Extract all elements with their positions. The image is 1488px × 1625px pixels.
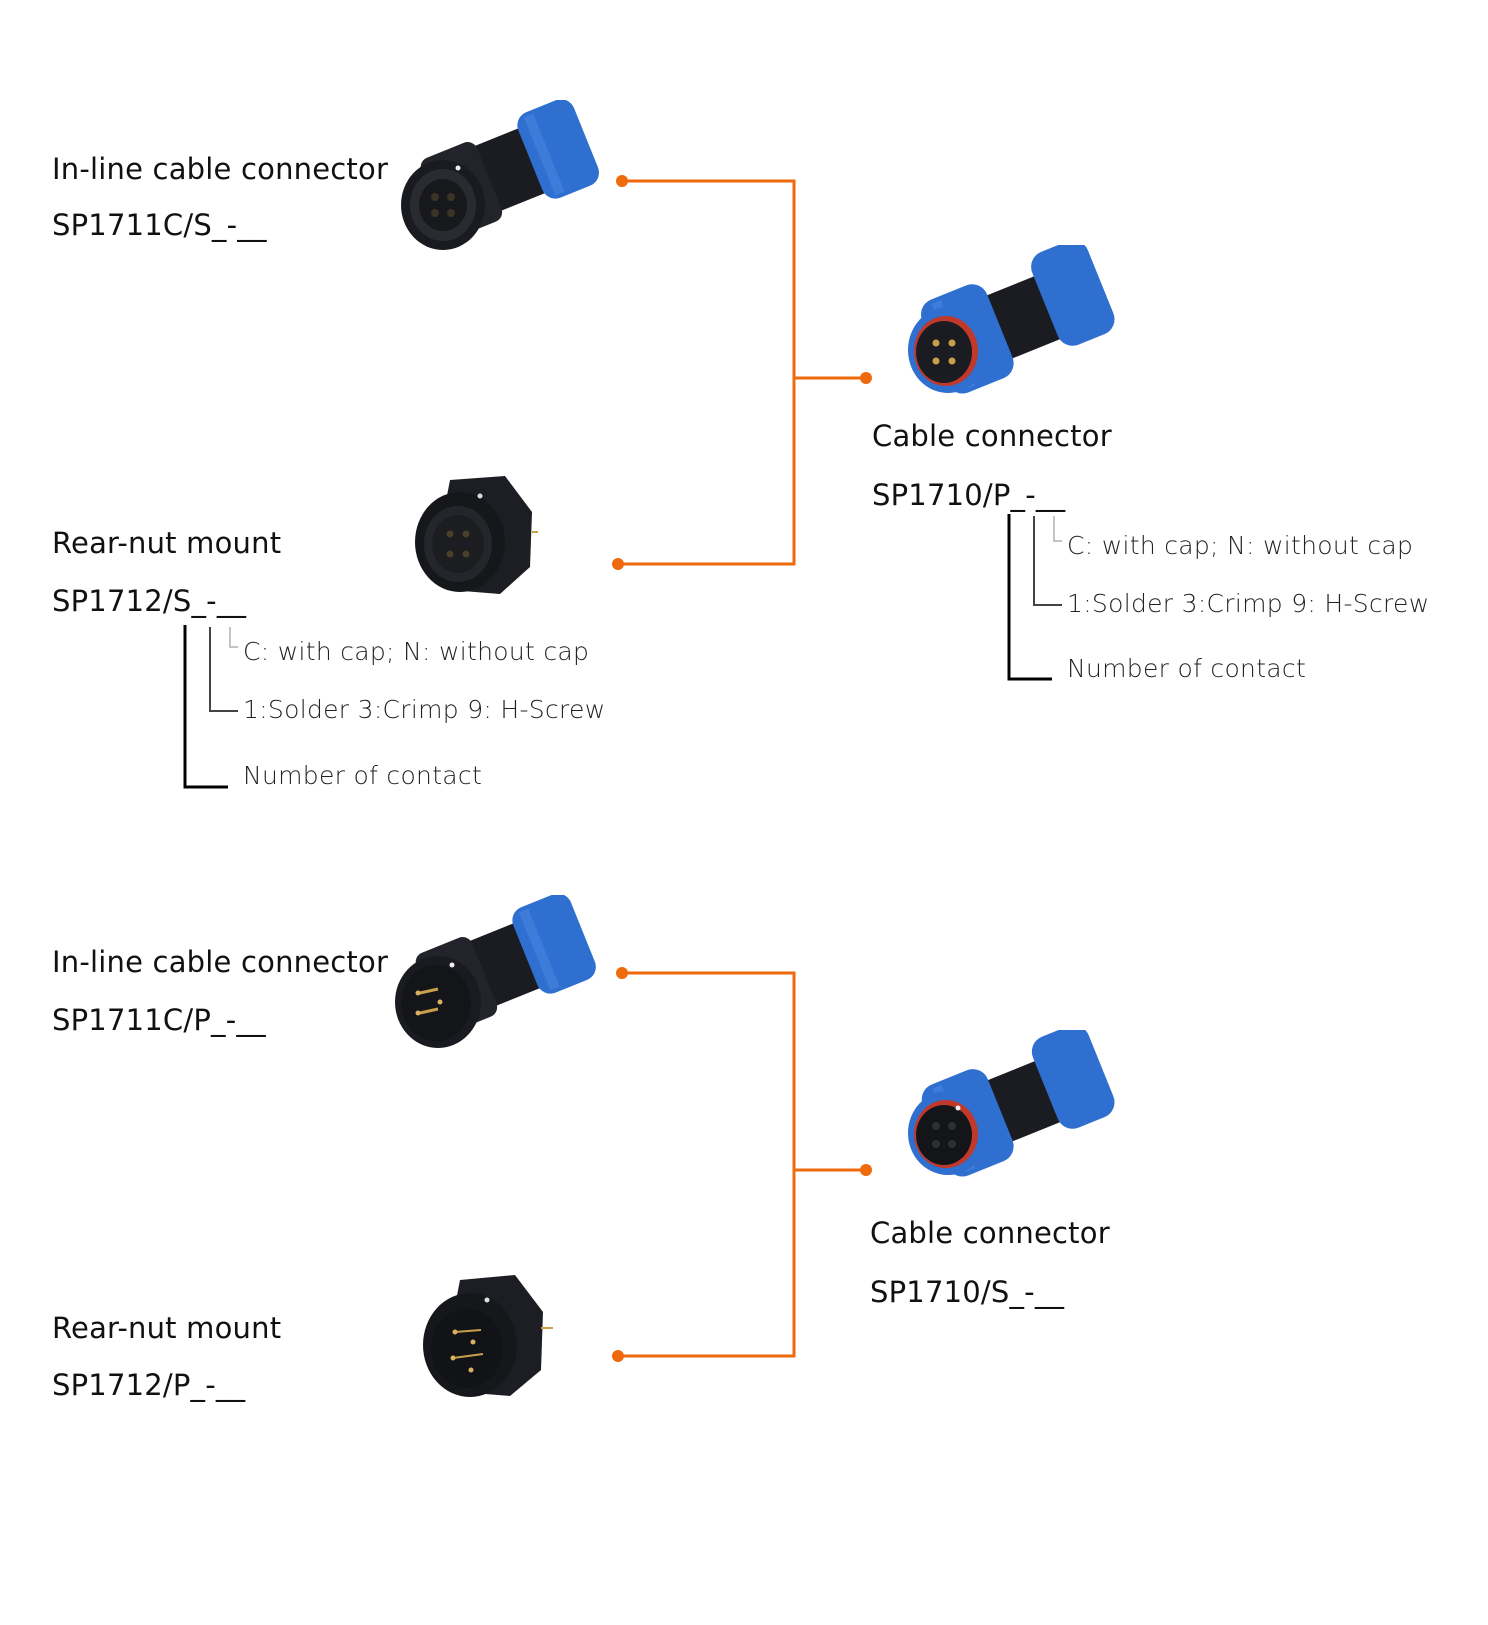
product-code: SP1710/S_-__: [870, 1275, 1065, 1309]
rear-nut-female-socket-image: [415, 476, 538, 594]
product-code: SP1711C/S_-__: [52, 208, 267, 242]
wire-dot: [612, 1350, 624, 1362]
product-code: SP1711C/P_-__: [52, 1003, 266, 1037]
legend-contact-count: Number of contact: [243, 761, 483, 790]
legend-brackets-cable: [1007, 514, 1062, 681]
in-line-female-connector-image: [401, 100, 600, 250]
in-line-male-connector-image: [395, 895, 596, 1048]
wire-rearnut-to-cable: [618, 378, 796, 566]
product-title: In-line cable connector: [52, 945, 389, 979]
product-title: Cable connector: [870, 1216, 1110, 1250]
wire-dot: [860, 1164, 872, 1176]
product-title: Rear-nut mount: [52, 1311, 282, 1345]
wire-inline-to-cable: [622, 179, 866, 380]
cable-female-connector-image: [908, 1030, 1115, 1177]
wire-rearnut-to-cable: [618, 1170, 796, 1358]
product-title: Cable connector: [872, 419, 1112, 453]
group-2-wires: [618, 971, 866, 1358]
wire-dot: [860, 372, 872, 384]
legend-brackets-rearnut: [183, 625, 238, 789]
product-code: SP1710/P_-__: [872, 478, 1066, 512]
product-code: SP1712/S_-__: [52, 584, 247, 618]
rear-nut-male-socket-image: [423, 1275, 553, 1397]
wire-inline-to-cable: [622, 971, 866, 1172]
legend-termination-option: 1:Solder 3:Crimp 9: H-Screw: [243, 695, 606, 724]
wire-dot: [612, 558, 624, 570]
product-code: SP1712/P_-__: [52, 1368, 246, 1402]
product-title: Rear-nut mount: [52, 526, 282, 560]
legend-contact-count: Number of contact: [1067, 654, 1307, 683]
wire-dot: [616, 175, 628, 187]
legend-termination-option: 1:Solder 3:Crimp 9: H-Screw: [1067, 589, 1430, 618]
legend-cap-option: C: with cap; N: without cap: [243, 637, 590, 666]
product-title: In-line cable connector: [52, 152, 389, 186]
group-1-wires: [618, 179, 866, 566]
wire-dot: [616, 967, 628, 979]
cable-male-connector-image: [908, 245, 1115, 394]
legend-cap-option: C: with cap; N: without cap: [1067, 531, 1414, 560]
